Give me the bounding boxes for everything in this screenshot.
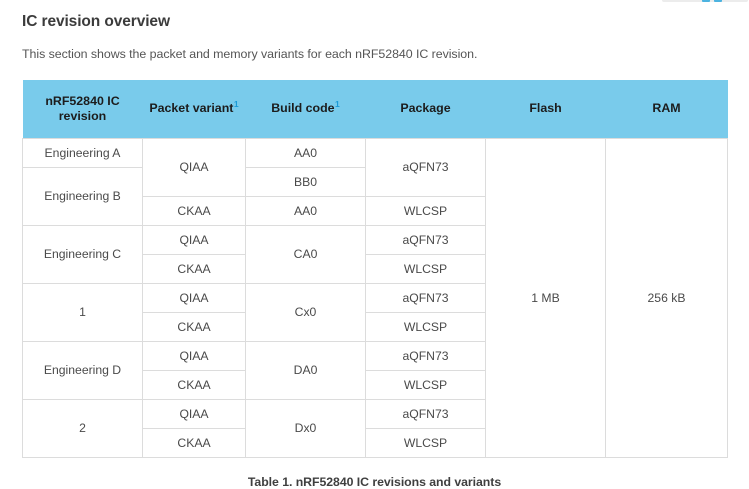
footnote-marker[interactable]: 1	[335, 99, 340, 110]
column-header-label: nRF52840 IC revision	[45, 93, 120, 124]
cell-package: aQFN73	[365, 399, 486, 429]
cell-revision: 1	[22, 283, 143, 342]
column-header-1: Packet variant1	[142, 80, 246, 139]
cell-ram: 256 kB	[605, 138, 728, 458]
cell-packet-variant: CKAA	[142, 312, 246, 342]
cell-build-code: CA0	[245, 225, 366, 284]
cell-package: aQFN73	[365, 225, 486, 255]
table-row: CKAA WLCSP	[23, 312, 728, 342]
cell-package: WLCSP	[365, 196, 486, 226]
copy-icon[interactable]	[702, 0, 710, 2]
column-header-5: RAM	[605, 80, 728, 139]
link-icon[interactable]	[714, 0, 722, 2]
cell-revision: Engineering D	[22, 341, 143, 400]
table-row: CKAA WLCSP	[23, 254, 728, 284]
cell-packet-variant: CKAA	[142, 196, 246, 226]
cell-package: WLCSP	[365, 428, 486, 458]
cell-packet-variant: CKAA	[142, 254, 246, 284]
cell-packet-variant: QIAA	[142, 138, 246, 197]
cell-flash: 1 MB	[485, 138, 606, 458]
cell-package: aQFN73	[365, 283, 486, 313]
cell-package: aQFN73	[365, 341, 486, 371]
table-row: CKAA WLCSP	[23, 370, 728, 400]
table-row: Engineering B BB0	[22, 167, 728, 226]
column-header-label: Flash	[529, 101, 562, 116]
column-header-label: Build code	[271, 101, 335, 116]
cell-build-code: BB0	[245, 167, 366, 197]
cell-build-code: AA0	[245, 196, 366, 226]
cell-build-code: Dx0	[245, 399, 366, 458]
column-header-0: nRF52840 IC revision	[22, 80, 143, 139]
cell-packet-variant: QIAA	[142, 399, 246, 429]
cell-packet-variant: CKAA	[142, 428, 246, 458]
column-header-2: Build code1	[245, 80, 366, 139]
column-header-label: Packet variant	[149, 101, 234, 116]
column-header-label: RAM	[652, 101, 681, 116]
cell-packet-variant: QIAA	[142, 225, 246, 255]
cell-revision: Engineering B	[22, 167, 143, 226]
page-title: IC revision overview	[22, 13, 170, 30]
column-header-3: Package	[365, 80, 486, 139]
cell-packet-variant: QIAA	[142, 283, 246, 313]
column-header-label: Package	[400, 101, 451, 116]
column-header-4: Flash	[485, 80, 606, 139]
cell-build-code: AA0	[245, 138, 366, 168]
cell-package: WLCSP	[365, 370, 486, 400]
cell-packet-variant: CKAA	[142, 370, 246, 400]
table-caption: Table 1. nRF52840 IC revisions and varia…	[247, 475, 502, 489]
cell-build-code: Cx0	[245, 283, 366, 342]
cell-revision: Engineering C	[22, 225, 143, 284]
cell-revision: 2	[22, 399, 143, 458]
cell-packet-variant: QIAA	[142, 341, 246, 371]
cell-build-code: DA0	[245, 341, 366, 400]
clipped-toolbar-widget	[0, 0, 749, 3]
cell-revision: Engineering A	[22, 138, 143, 168]
cell-package: WLCSP	[365, 254, 486, 284]
section-intro-text: This section shows the packet and memory…	[22, 47, 478, 61]
cell-package: aQFN73	[365, 138, 486, 197]
footnote-marker[interactable]: 1	[233, 99, 239, 110]
cell-package: WLCSP	[365, 312, 486, 342]
